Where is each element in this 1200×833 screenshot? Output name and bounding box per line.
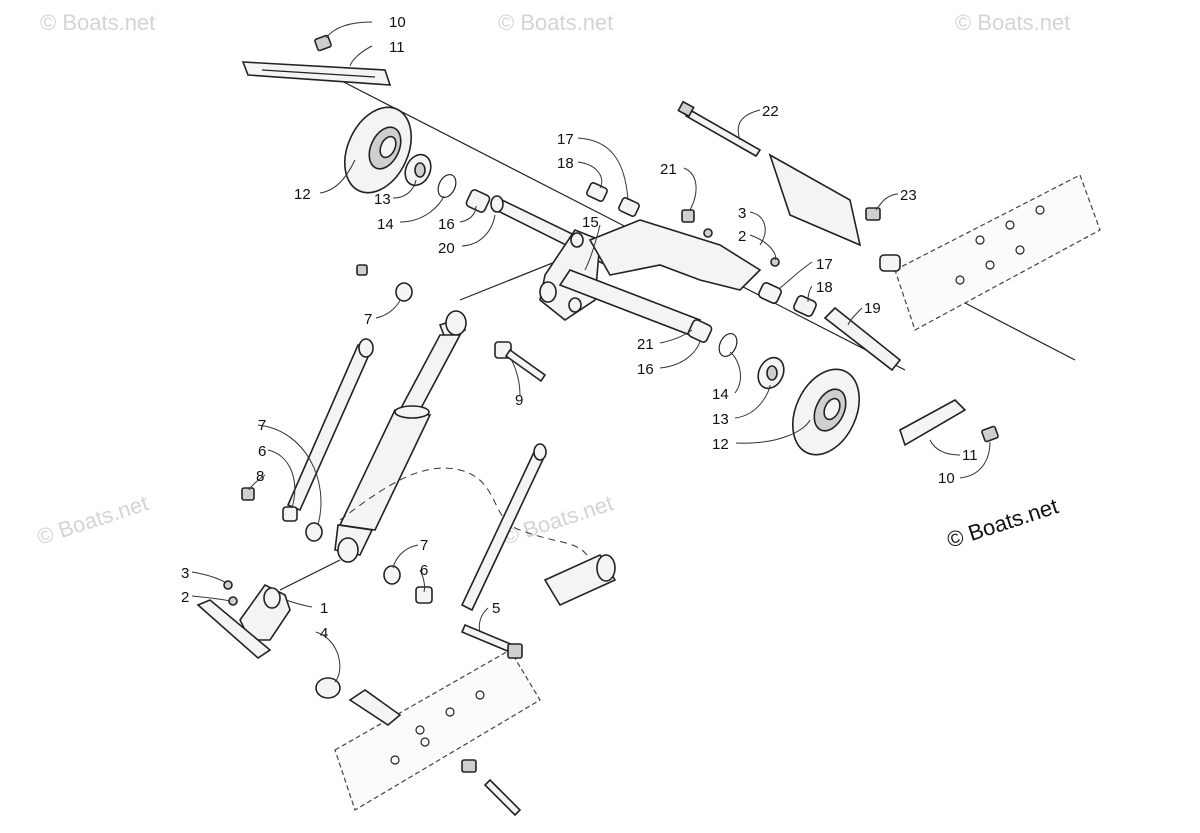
main-axis-line (329, 74, 906, 371)
left-idler-wheel (344, 106, 412, 194)
callout-16-left: 16 (438, 216, 455, 233)
lower-right-bolt-5 (460, 623, 523, 659)
right-link-rod (460, 443, 547, 612)
callout-18-upper: 18 (557, 155, 574, 172)
front-arm-assembly (539, 219, 762, 336)
callout-17-upper: 17 (557, 131, 574, 148)
callout-14-right: 14 (712, 386, 729, 403)
lower-grease-cap-2 (228, 596, 238, 606)
shock-absorber (334, 310, 467, 563)
callout-5: 5 (492, 600, 500, 617)
left-spacer (465, 189, 491, 213)
top-left-slider-bracket (241, 61, 392, 86)
callout-21-upper: 21 (660, 161, 677, 178)
bottom-right-bolt (981, 425, 999, 443)
right-bearing (757, 356, 785, 390)
watermark-top-left: © Boats.net (40, 10, 155, 35)
shock-top-bushing-7 (395, 282, 413, 302)
bottom-right-slider-bracket (899, 399, 967, 447)
callout-7-left: 7 (258, 417, 266, 434)
lower-bushing-4 (315, 677, 341, 699)
reservoir-hose (339, 467, 591, 561)
lower-bushing-17 (758, 282, 782, 304)
callout-18-lower: 18 (816, 279, 833, 296)
upper-grease-cap (770, 257, 780, 267)
callout-11-top: 11 (389, 39, 405, 56)
callout-12-right: 12 (712, 436, 729, 453)
callout-20: 20 (438, 240, 455, 257)
right-snap-ring (718, 333, 738, 357)
callout-15: 15 (582, 214, 599, 231)
callout-14-left: 14 (377, 216, 394, 233)
right-spacer-16 (687, 319, 713, 343)
callout-3-upper: 3 (738, 205, 746, 222)
callout-7-right: 7 (420, 537, 428, 554)
right-nylock-nut (865, 207, 881, 221)
lower-left-nut-8 (241, 487, 255, 501)
callout-10-bottom: 10 (938, 470, 955, 487)
callout-19: 19 (864, 300, 881, 317)
left-bearing (404, 153, 432, 187)
lower-mount-line (279, 559, 341, 591)
left-snap-ring (437, 174, 457, 198)
callout-1: 1 (320, 600, 328, 617)
rail-bolt (461, 759, 522, 817)
right-idler-wheel (792, 368, 860, 456)
callout-12-left: 12 (294, 186, 311, 203)
lower-left-bushing-6 (282, 506, 298, 522)
callout-10-top: 10 (389, 14, 406, 31)
upper-bushing-pair (586, 182, 640, 217)
long-through-bolt (677, 100, 762, 158)
right-rail-bracket (768, 153, 862, 247)
callout-21-lower: 21 (637, 336, 654, 353)
callout-8: 8 (256, 468, 264, 485)
lower-right-bushing-6 (415, 586, 433, 604)
watermark-top-center: © Boats.net (498, 10, 613, 35)
callout-6-left: 6 (258, 443, 266, 460)
cross-rod (823, 306, 902, 372)
callout-3-lower: 3 (181, 565, 189, 582)
left-link-rod (286, 338, 374, 512)
callout-2-lower: 2 (181, 589, 189, 606)
callout-13-left: 13 (374, 191, 391, 208)
lower-shaft-spacer (348, 689, 402, 726)
lower-left-bushing-7 (305, 522, 323, 542)
callout-23: 23 (900, 187, 917, 204)
lower-slide-rail (334, 649, 541, 811)
callout-6-right: 6 (420, 562, 428, 579)
callout-11-bottom: 11 (962, 447, 978, 464)
callout-22: 22 (762, 103, 779, 120)
top-left-bolt (314, 34, 332, 52)
shock-top-bolt (494, 341, 547, 383)
callout-7-top: 7 (364, 311, 372, 328)
right-spacer (879, 254, 901, 272)
right-slide-rail (894, 174, 1101, 331)
callout-9: 9 (515, 392, 523, 409)
watermark-main: © Boats.net (944, 493, 1061, 552)
rear-axle-tube (196, 599, 272, 660)
callout-2-upper: 2 (738, 228, 746, 245)
shock-top-nut (356, 264, 368, 276)
callout-13-right: 13 (712, 411, 729, 428)
upper-grease-fitting (703, 228, 713, 238)
watermark-mid-left: © Boats.net (34, 490, 151, 549)
lower-right-bushing-7 (383, 565, 401, 585)
shock-reservoir (543, 553, 617, 607)
watermark-top-right: © Boats.net (955, 10, 1070, 35)
callout-16-right: 16 (637, 361, 654, 378)
callout-17-lower: 17 (816, 256, 833, 273)
callout-4: 4 (320, 625, 328, 642)
upper-nut (681, 209, 695, 223)
